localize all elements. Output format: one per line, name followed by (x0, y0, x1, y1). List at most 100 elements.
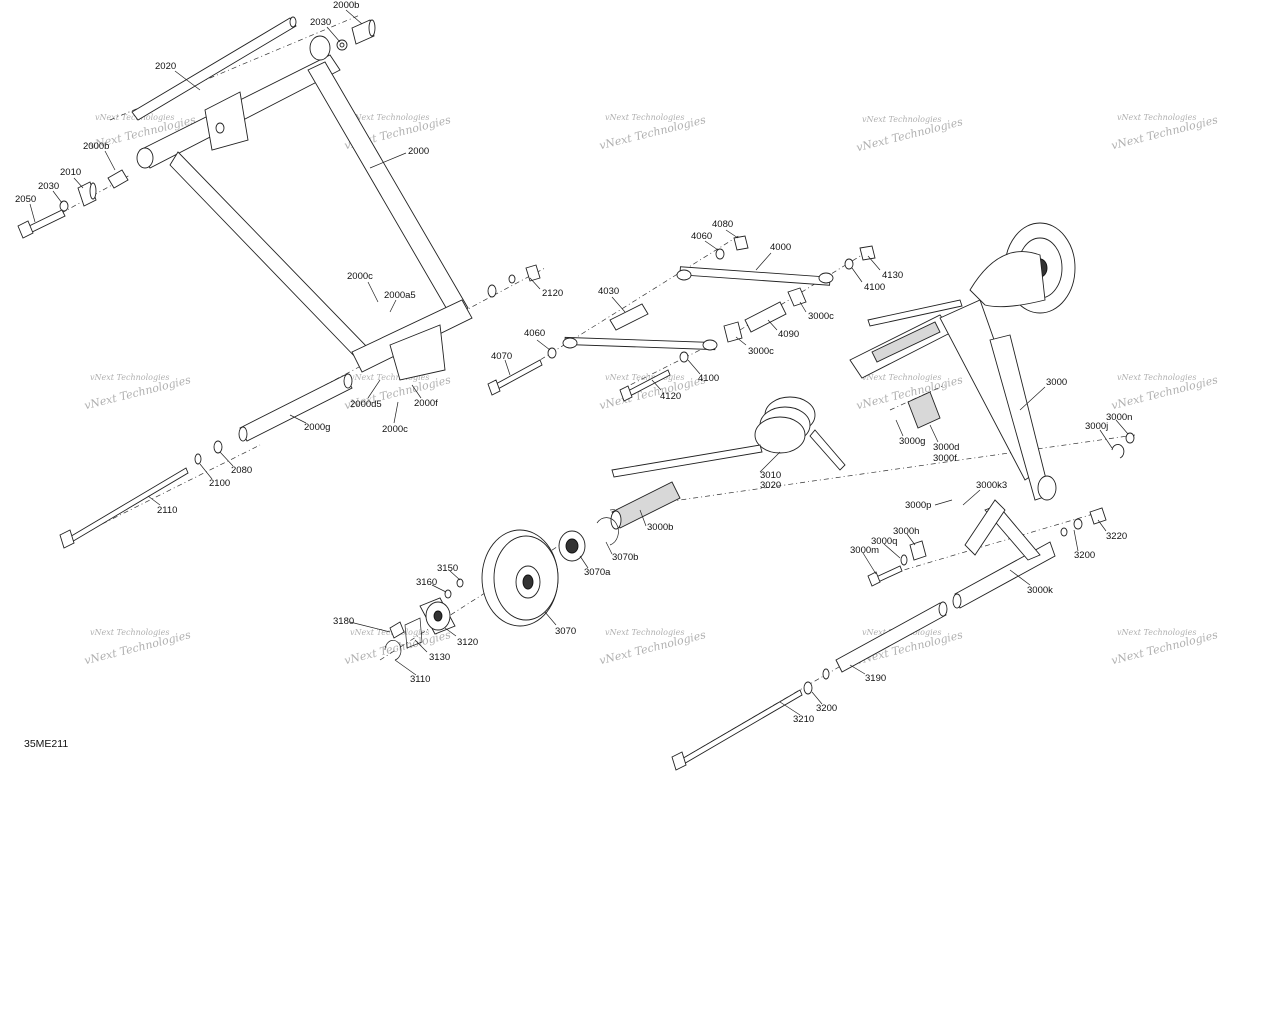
watermark-text: vNext Technologies (1117, 628, 1196, 637)
part-callout-label: 2020 (155, 61, 176, 72)
part-2000g-tube (238, 373, 353, 442)
part-callout-label: 2050 (15, 194, 36, 205)
watermark-text: vNext Technologies (90, 373, 169, 382)
part-callout-label: 2080 (231, 465, 252, 476)
part-callout-label: 2000d5 (350, 399, 382, 410)
part-callout-label: 3000c (808, 311, 834, 322)
part-callout-label: 3000g (899, 436, 925, 447)
part-callout-label: 4060 (524, 328, 545, 339)
part-4120-bolt (619, 369, 671, 402)
watermark-text: vNext Technologies (350, 113, 429, 122)
watermark-text: vNext Technologies (350, 628, 429, 637)
watermark-text: vNext Technologies (605, 113, 684, 122)
part-callout-label: 3070 (555, 626, 576, 637)
part-callout-label: 3000q (871, 536, 897, 547)
part-2000b-bushings (107, 19, 376, 189)
part-callout-label: 4000 (770, 242, 791, 253)
part-2020-long-shaft (131, 16, 297, 121)
diagram-code: 35ME211 (24, 738, 68, 750)
part-3130-3110-clips (384, 617, 423, 661)
part-callout-label: 3160 (416, 577, 437, 588)
part-callout-label: 3000d (933, 442, 959, 453)
watermark-text: vNext Technologies (1117, 113, 1196, 122)
part-callout-label: 3000m (850, 545, 879, 556)
part-3010-spring (611, 396, 846, 478)
part-3070a-bearing (558, 530, 586, 562)
part-callout-label: 4130 (882, 270, 903, 281)
part-callout-label: 3000k (1027, 585, 1053, 596)
part-callout-label: 3200 (816, 703, 837, 714)
part-4000-rod (676, 266, 834, 286)
part-callout-label: 3000k3 (976, 480, 1007, 491)
part-callout-label: 2000c (382, 424, 408, 435)
part-callout-label: 4080 (712, 219, 733, 230)
watermark-text: vNext Technologies (862, 373, 941, 382)
watermark-text: vNext Technologies (95, 113, 174, 122)
part-callout-label: 3000b (647, 522, 673, 533)
part-callout-label: 4100 (698, 373, 719, 384)
part-callout-label: 3130 (429, 652, 450, 663)
part-callout-label: 4100 (864, 282, 885, 293)
part-3070b-circlip (596, 517, 619, 546)
part-callout-label: 4030 (598, 286, 619, 297)
part-2000-a-arm (136, 35, 473, 381)
part-2050-bolt (17, 209, 66, 239)
part-4030-spacer (609, 303, 649, 331)
part-2110-long-bolt (59, 467, 189, 549)
part-callout-label: 3180 (333, 616, 354, 627)
part-callout-label: 2030 (310, 17, 331, 28)
part-4080-4060-4130-hardware (715, 235, 876, 270)
part-callout-label: 3020 (760, 480, 781, 491)
watermark-text: vNext Technologies (90, 628, 169, 637)
part-callout-label: 2120 (542, 288, 563, 299)
part-callout-label: 3220 (1106, 531, 1127, 542)
watermark-text: vNext Technologies (862, 115, 941, 124)
part-3000k-lower-mount (952, 499, 1056, 609)
part-callout-label: 4090 (778, 329, 799, 340)
part-3000-rear-arm (849, 222, 1076, 501)
leader-lines (29, 9, 1129, 716)
part-callout-label: 4120 (660, 391, 681, 402)
part-callout-label: 2010 (60, 167, 81, 178)
part-callout-label: 4070 (491, 351, 512, 362)
part-2030-washers (59, 39, 348, 212)
part-callout-label: 3000 (1046, 377, 1067, 388)
part-callout-label: 2110 (157, 505, 177, 516)
part-callout-label: 3070a (584, 567, 611, 578)
part-3220-3200-hardware (1060, 432, 1135, 537)
part-callout-label: 3000f (933, 453, 957, 464)
part-callout-label: 3070b (612, 552, 638, 563)
part-callout-label: 3000c (748, 346, 774, 357)
part-callout-label: 2000a5 (384, 290, 416, 301)
part-callout-label: 3000n (1106, 412, 1132, 423)
part-callout-label: 3200 (1074, 550, 1095, 561)
part-callout-label: 3000j (1085, 421, 1108, 432)
part-callout-label: 3190 (865, 673, 886, 684)
part-callout-label: 2000 (408, 146, 429, 157)
part-3000c-bushings (723, 287, 807, 343)
part-callout-labels: 2000b203020202000b20102030205020002000c2… (15, 0, 1132, 725)
part-callout-label: 3210 (793, 714, 814, 725)
part-3000h-3000q-hardware (867, 540, 927, 587)
part-callout-label: 2000g (304, 422, 330, 433)
part-3210-long-bolt (671, 668, 830, 771)
part-callout-label: 2000b (333, 0, 359, 11)
part-3000d-bracket (907, 391, 941, 429)
part-2120-nut-washer (487, 264, 541, 298)
part-callout-label: 2000b (83, 141, 109, 152)
part-callout-label: 2000f (414, 398, 438, 409)
part-3120-hub (419, 597, 456, 635)
part-3150-3160-hardware (444, 578, 464, 599)
part-callout-label: 2000c (347, 271, 373, 282)
part-callout-label: 3000p (905, 500, 931, 511)
part-callout-label: 3110 (410, 674, 430, 685)
part-callout-label: 3010 (760, 470, 781, 481)
part-callout-label: 3000h (893, 526, 919, 537)
part-3190-tube (835, 601, 948, 673)
watermark-text: vNext Technologies (350, 373, 429, 382)
part-callout-label: 3120 (457, 637, 478, 648)
part-callout-label: 2100 (209, 478, 230, 489)
part-callout-label: 4060 (691, 231, 712, 242)
